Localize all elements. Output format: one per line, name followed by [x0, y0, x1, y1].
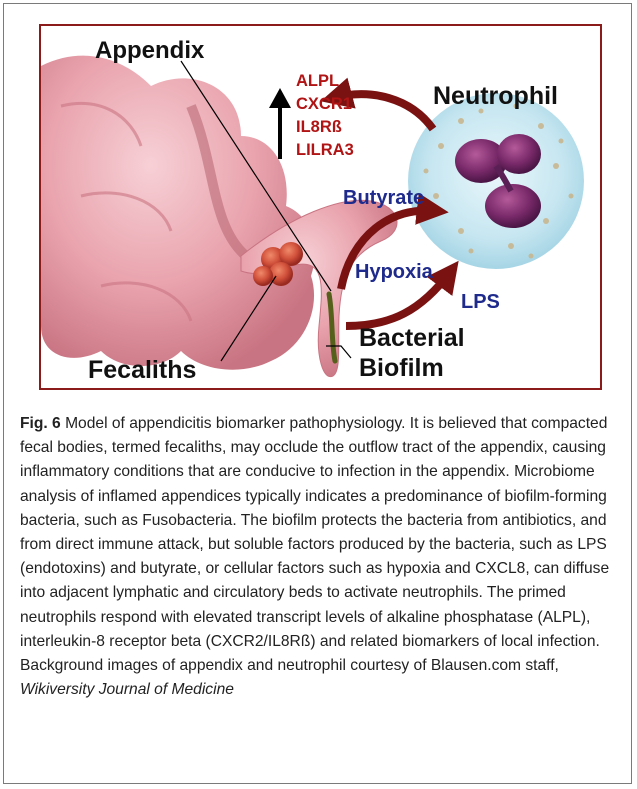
marker-list: ALPL CXCR1 IL8Rß LILRA3: [296, 72, 354, 159]
figure-container: Appendix Neutrophil Fecaliths Bacterial …: [3, 3, 632, 784]
neutrophil-label: Neutrophil: [433, 82, 558, 110]
biofilm-label: Biofilm: [359, 354, 444, 382]
upregulation-arrow-head: [269, 88, 291, 108]
figure-illustration: Appendix Neutrophil Fecaliths Bacterial …: [39, 24, 602, 390]
marker-item: LILRA3: [296, 141, 354, 159]
bacterial-label: Bacterial: [359, 324, 465, 352]
illustration-canvas: Appendix Neutrophil Fecaliths Bacterial …: [41, 26, 600, 388]
hypoxia-label: Hypoxia: [355, 261, 434, 283]
caption-body: Model of appendicitis biomarker pathophy…: [20, 415, 609, 674]
neutrophil-cell: [408, 93, 584, 269]
appendix-label: Appendix: [95, 37, 205, 64]
fecaliths-label: Fecaliths: [88, 356, 196, 384]
caption-journal: Wikiversity Journal of Medicine: [20, 681, 234, 698]
marker-item: IL8Rß: [296, 118, 342, 136]
marker-item: ALPL: [296, 72, 339, 90]
marker-item: CXCR1: [296, 95, 352, 113]
caption-figure-label: Fig. 6: [20, 415, 61, 432]
butyrate-label: Butyrate: [343, 187, 424, 209]
figure-caption: Fig. 6 Model of appendicitis biomarker p…: [20, 412, 625, 702]
lps-label: LPS: [461, 291, 500, 313]
